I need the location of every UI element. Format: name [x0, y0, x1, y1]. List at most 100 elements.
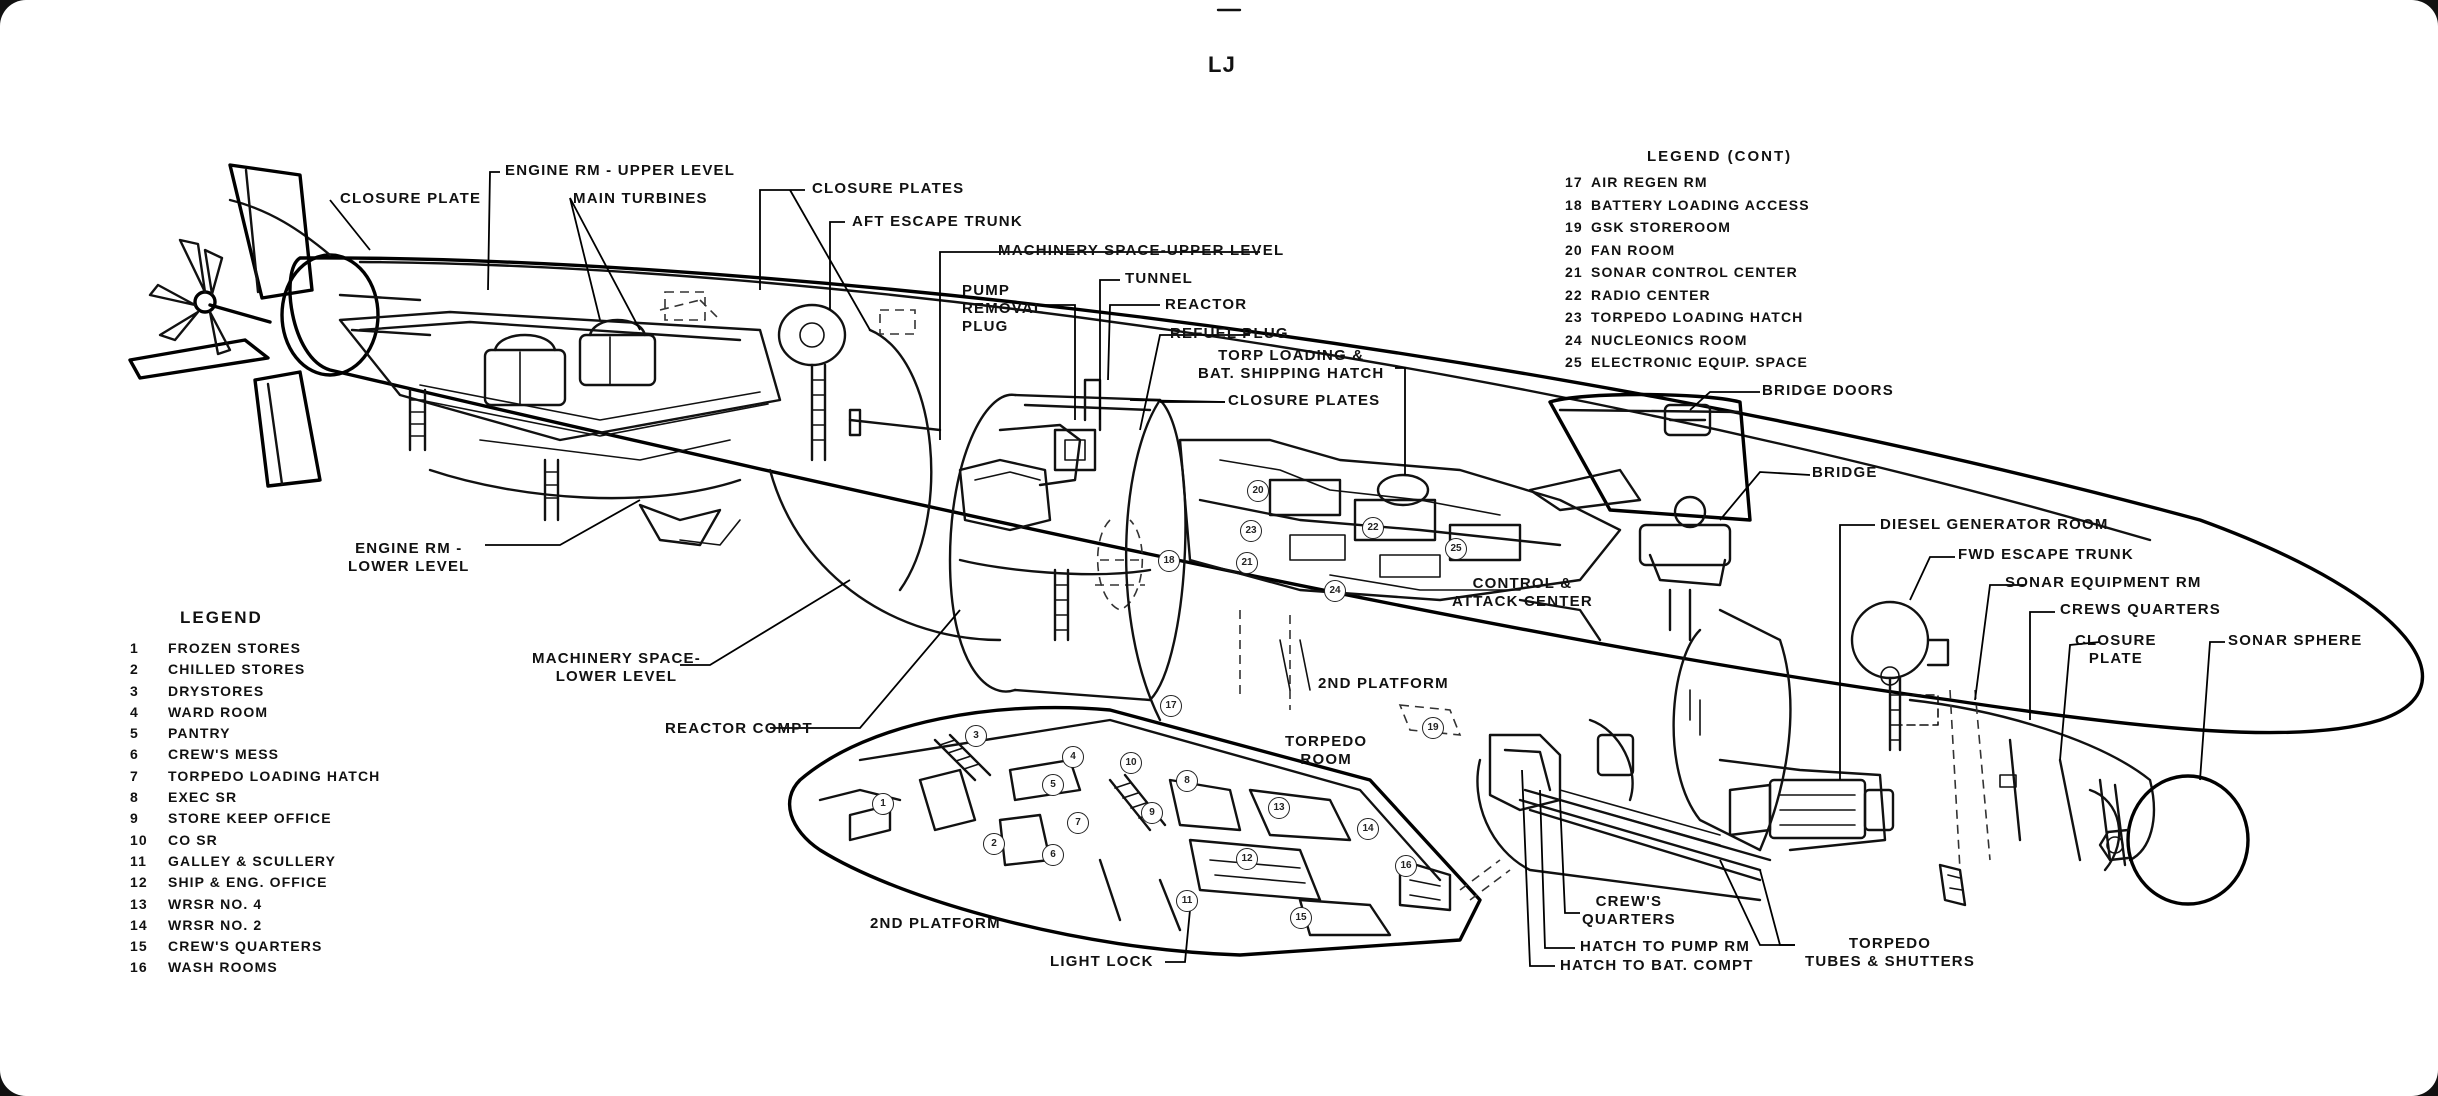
- legend-cont-item-name: RADIO CENTER: [1591, 286, 1711, 303]
- legend-list: 1 FROZEN STORES 2 CHILLED STORES 3 DRYSTORES 4…: [130, 638, 380, 979]
- label-machinery-space-upper: MACHINERY SPACE-UPPER LEVEL: [998, 242, 1285, 259]
- legend-item: 12 SHIP & ENG. OFFICE: [130, 872, 380, 893]
- legend-cont-item-number: 22: [1565, 286, 1583, 303]
- legend-item-number: 12: [130, 874, 148, 891]
- compartment-marker-6: 6: [1042, 844, 1064, 866]
- legend-cont-item-name: TORPEDO LOADING HATCH: [1591, 309, 1804, 325]
- compartment-marker-12: 12: [1236, 848, 1258, 870]
- legend-item-number: 11: [130, 852, 147, 869]
- second-platform-lower-deck: [788, 705, 1511, 957]
- legend-cont-item-name: GSK STOREROOM: [1591, 219, 1732, 235]
- compartment-marker-21: 21: [1236, 552, 1258, 574]
- legend-item-name: DRYSTORES: [168, 682, 265, 699]
- label-reactor-compt: REACTOR COMPT: [665, 720, 813, 737]
- stern-section: [128, 163, 432, 488]
- legend-item-number: 5: [130, 725, 139, 742]
- legend-item-name: WRSR NO. 2: [168, 916, 263, 933]
- legend-item-name: CO SR: [168, 831, 218, 848]
- legend-item-name: GALLEY & SCULLERY: [168, 852, 337, 869]
- label-torpedo-room: TORPEDO ROOM: [1285, 733, 1368, 768]
- legend-item: 8 EXEC SR: [130, 787, 380, 808]
- label-hatch-to-pump-rm: HATCH TO PUMP RM: [1580, 938, 1751, 955]
- legend-item: 6 CREW'S MESS: [130, 744, 380, 765]
- label-crews-quarters-lower: CREW'S QUARTERS: [1582, 893, 1676, 928]
- legend-item: 2 CHILLED STORES: [130, 659, 380, 680]
- label-pump-removal-plug: PUMP REMOVAL PLUG: [962, 282, 1045, 335]
- legend-item: 5 PANTRY: [130, 723, 380, 744]
- compartment-marker-24: 24: [1324, 580, 1346, 602]
- engine-room: [338, 310, 782, 547]
- sonar-sphere: [2098, 774, 2250, 906]
- compartment-marker-23: 23: [1240, 520, 1262, 542]
- legend-item-name: PANTRY: [168, 725, 231, 742]
- sail-bridge: [1528, 392, 1752, 642]
- legend-item-number: 4: [130, 703, 139, 720]
- compartment-marker-16: 16: [1395, 855, 1417, 877]
- label-tunnel: TUNNEL: [1125, 270, 1194, 287]
- legend-item-number: 2: [130, 661, 139, 678]
- legend-item: 7 TORPEDO LOADING HATCH: [130, 766, 380, 787]
- legend-item-name: TORPEDO LOADING HATCH: [168, 767, 381, 784]
- legend-item-name: EXEC SR: [168, 789, 238, 806]
- legend-item-name: CHILLED STORES: [168, 661, 306, 678]
- legend-cont-item: 17 AIR REGEN RM: [1565, 171, 1810, 194]
- label-crews-quarters-fwd: CREWS QUARTERS: [2060, 601, 2221, 618]
- legend-item-name: FROZEN STORES: [168, 640, 302, 656]
- label-sonar-equipment-rm: SONAR EQUIPMENT RM: [2005, 574, 2202, 591]
- label-refuel-plug: REFUEL PLUG: [1170, 325, 1289, 342]
- legend-item-number: 10: [130, 831, 148, 848]
- legend-item-number: 8: [130, 789, 139, 806]
- legend-cont-item-name: BATTERY LOADING ACCESS: [1591, 196, 1810, 213]
- label-2nd-platform-upper: 2ND PLATFORM: [1318, 675, 1449, 692]
- compartment-marker-18: 18: [1158, 550, 1180, 572]
- legend-cont-item-number: 24: [1565, 331, 1583, 348]
- label-hatch-to-bat-compt: HATCH TO BAT. COMPT: [1560, 957, 1754, 974]
- page-mark: LJ: [1208, 52, 1237, 77]
- legend-item: 11 GALLEY & SCULLERY: [130, 851, 380, 872]
- legend-item-name: STORE KEEP OFFICE: [168, 810, 332, 827]
- legend-item-number: 7: [130, 767, 139, 784]
- legend-item-name: SHIP & ENG. OFFICE: [168, 874, 328, 891]
- legend-item-name: CREW'S MESS: [168, 746, 280, 763]
- label-torp-loading-hatch: TORP LOADING & BAT. SHIPPING HATCH: [1198, 347, 1385, 382]
- legend-item-number: 1: [130, 640, 139, 656]
- label-engine-rm-lower-level: ENGINE RM - LOWER LEVEL: [348, 540, 470, 575]
- compartment-marker-1: 1: [872, 793, 894, 815]
- legend-cont-item-name: ELECTRONIC EQUIP. SPACE: [1591, 354, 1808, 370]
- compartment-marker-3: 3: [965, 725, 987, 747]
- legend-item-number: 3: [130, 682, 139, 699]
- label-reactor: REACTOR: [1165, 296, 1248, 313]
- legend-cont-item-name: SONAR CONTROL CENTER: [1591, 264, 1798, 280]
- reactor-compartment: [948, 378, 1187, 702]
- label-control-attack-center: CONTROL & ATTACK CENTER: [1452, 575, 1593, 610]
- compartment-marker-25: 25: [1445, 538, 1467, 560]
- label-closure-plates-1: CLOSURE PLATES: [812, 180, 965, 197]
- compartment-marker-9: 9: [1141, 802, 1163, 824]
- legend-cont-title: LEGEND (CONT): [1647, 148, 1793, 165]
- compartment-marker-10: 10: [1120, 752, 1142, 774]
- compartment-marker-4: 4: [1062, 746, 1084, 768]
- legend-cont-item-number: 21: [1565, 264, 1583, 280]
- compartment-marker-13: 13: [1268, 797, 1290, 819]
- compartment-marker-11: 11: [1176, 890, 1198, 912]
- legend-item-number: 15: [130, 938, 148, 955]
- compartment-marker-2: 2: [983, 833, 1005, 855]
- legend-item-number: 6: [130, 746, 139, 763]
- legend-cont-item-name: AIR REGEN RM: [1591, 174, 1708, 190]
- legend-cont-item-number: 17: [1565, 174, 1583, 190]
- hull-outline: [288, 256, 2424, 735]
- label-fwd-escape-trunk: FWD ESCAPE TRUNK: [1958, 546, 2134, 563]
